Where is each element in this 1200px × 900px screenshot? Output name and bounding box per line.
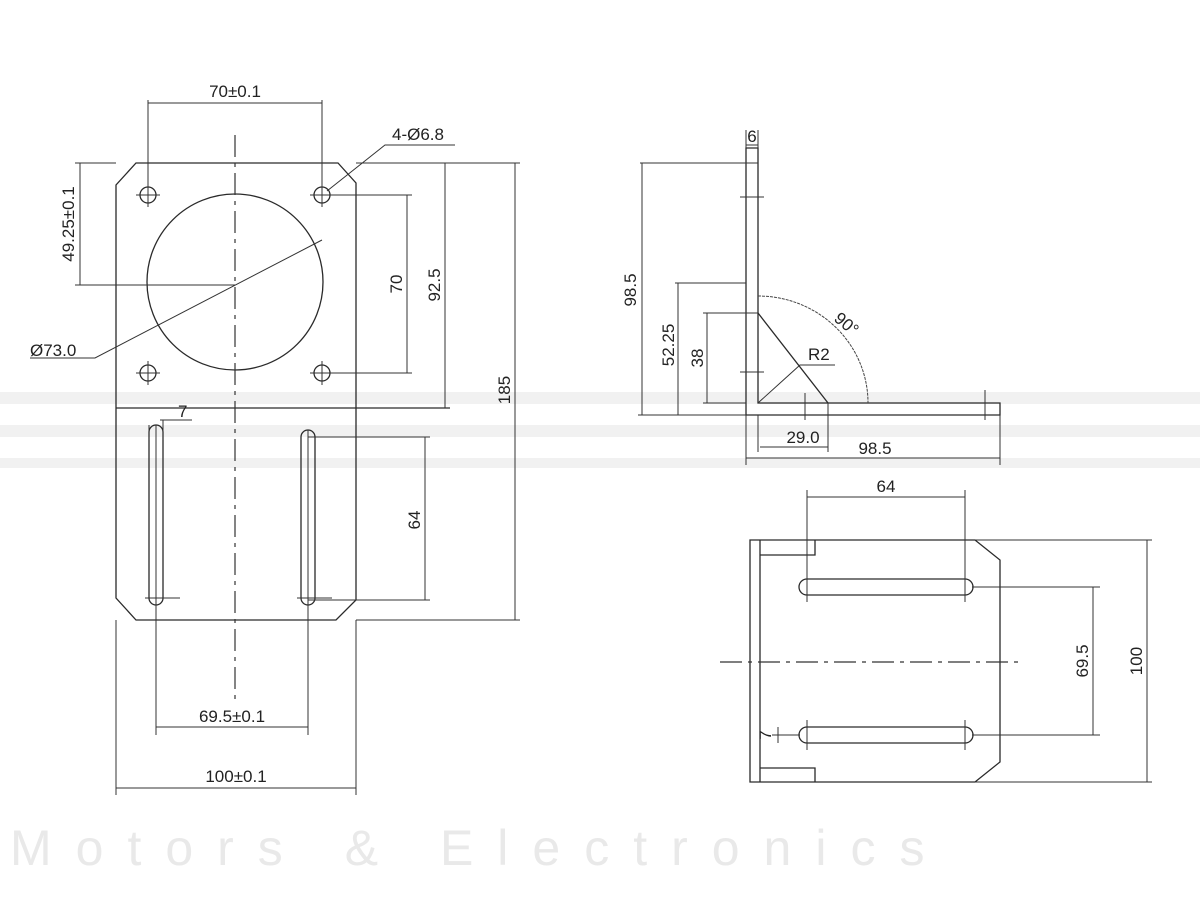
- dim-horizontal-leg: 98.5: [858, 439, 891, 458]
- dim-base-slot-spacing: 69.5: [1073, 644, 1092, 677]
- slot: [798, 726, 974, 744]
- dim-gusset-height: 38: [688, 349, 707, 368]
- l-profile: [745, 147, 1001, 416]
- dim-base-slot-width: 7: [756, 730, 775, 739]
- dim-gusset-outer: 52.25: [659, 324, 678, 367]
- dim-slot-spacing: 69.5±0.1: [199, 707, 265, 726]
- dim-thickness: 6: [747, 127, 756, 146]
- base-view: 64 69.5 100 7: [720, 477, 1152, 783]
- dim-slot-width: 7: [178, 402, 187, 421]
- base-outline: [749, 539, 1001, 783]
- gusset: [757, 312, 829, 404]
- watermark-text: Motors & Electronics: [10, 820, 948, 876]
- watermark: Motors & Electronics: [0, 392, 1200, 876]
- dim-plate-height: 92.5: [425, 268, 444, 301]
- dim-bore-diameter: Ø73.0: [30, 341, 76, 360]
- dim-total-height: 185: [495, 376, 514, 404]
- slots: [145, 424, 332, 735]
- dim-hole-callout: 4-Ø6.8: [392, 125, 444, 144]
- dim-plate-width: 100±0.1: [205, 767, 266, 786]
- mounting-holes: [136, 183, 334, 385]
- dim-hole-pitch-vertical: 70: [387, 275, 406, 294]
- side-view: 6 98.5 52.25 38 R2 90° 29.0 98.5: [621, 127, 1001, 465]
- dim-vertical-leg: 98.5: [621, 273, 640, 306]
- dim-base-slot-length: 64: [877, 477, 896, 496]
- angle-arc: [757, 295, 869, 404]
- dim-angle: 90°: [830, 309, 862, 340]
- dim-gusset-base: 29.0: [786, 428, 819, 447]
- dim-base-width: 100: [1127, 647, 1146, 675]
- dim-hole-offset: 49.25±0.1: [59, 186, 78, 262]
- dim-radius: R2: [808, 345, 830, 364]
- plate-outline: [115, 162, 357, 621]
- dim-hole-spacing: 70±0.1: [209, 82, 261, 101]
- dim-slot-length: 64: [405, 511, 424, 530]
- slot: [798, 578, 974, 596]
- front-view: 70±0.1 4-Ø6.8 49.25±0.1 70 92.5 185 Ø73.…: [30, 82, 520, 795]
